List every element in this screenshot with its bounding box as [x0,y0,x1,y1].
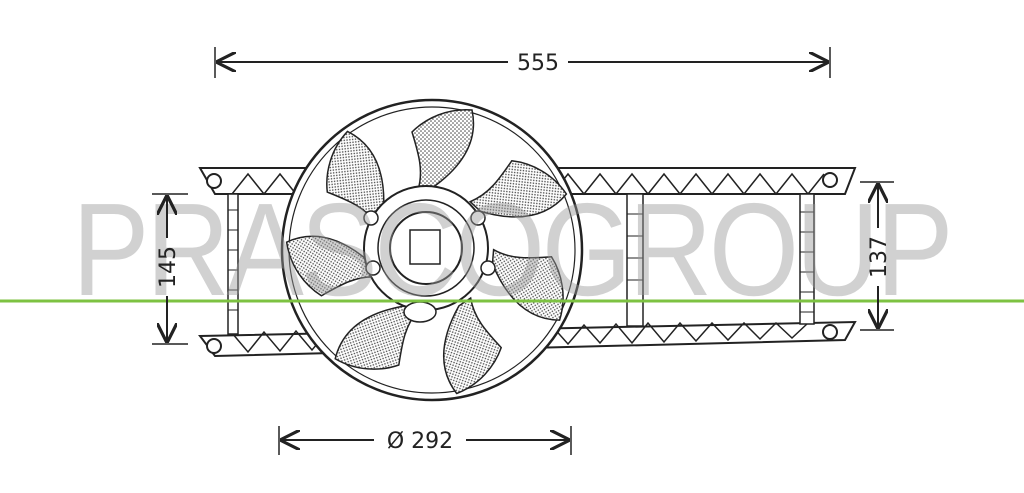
fan-blade [334,305,420,370]
fan-blades [285,109,568,395]
fan-blade [442,296,503,395]
dimension-right-height: 137 [860,181,894,331]
dimension-overall-width: 555 [214,47,831,78]
dimension-fan-diameter: Ø 292 [278,426,572,455]
dimension-left-height: 145 [152,193,188,345]
mount-hole-top-left [206,173,222,189]
fan-blade [468,159,568,218]
fan-blade [285,235,378,297]
motor-hub [363,185,496,323]
fan-blade [326,130,385,225]
mount-hole-top-right [822,172,838,188]
left-height-label: 145 [156,246,181,288]
motor-shaft [409,229,441,265]
right-height-label: 137 [867,236,892,278]
fan-blade [411,109,475,191]
center-rib [626,193,644,327]
fan-blade [491,248,564,321]
mount-hole-bottom-left [206,338,222,354]
fan-diameter-label: Ø 292 [387,429,453,454]
mount-hole-bottom-right [822,324,838,340]
overall-width-label: 555 [517,51,559,76]
watermark-text: PRASCOGROUP [72,176,950,323]
